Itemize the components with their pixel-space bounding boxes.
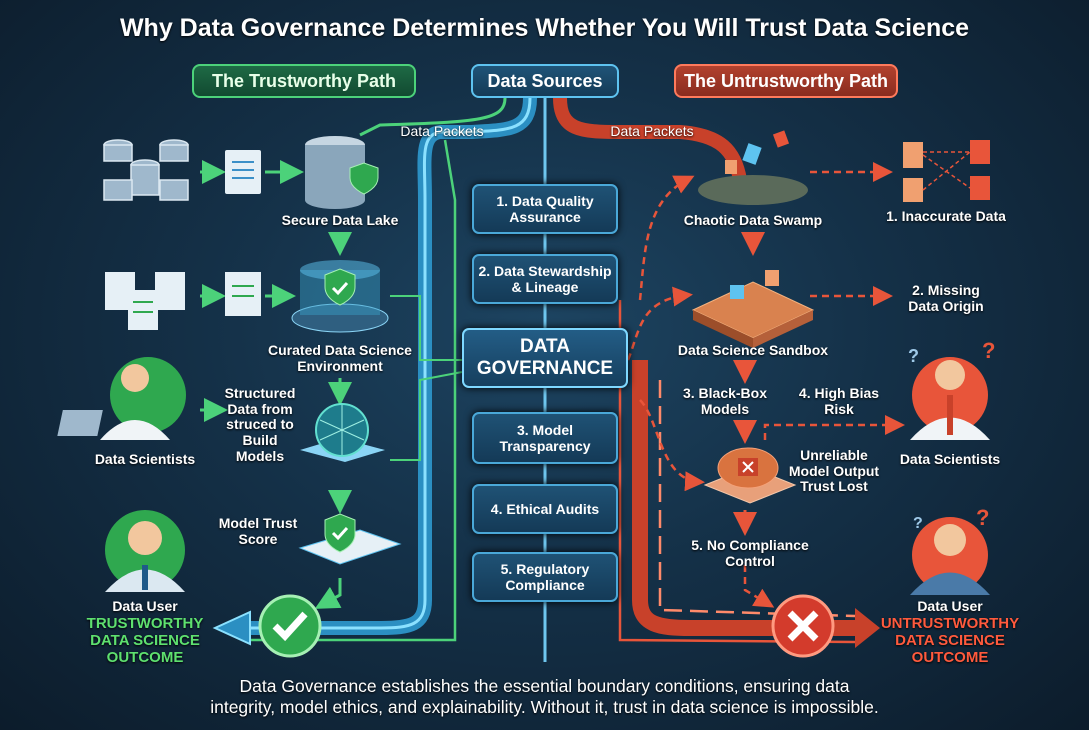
data-user-avatar-left	[105, 510, 185, 592]
untrust-pipe	[632, 360, 855, 636]
pillar-ethical-audits: 4. Ethical Audits	[472, 484, 618, 534]
governance-line2: GOVERNANCE	[476, 358, 614, 379]
footer-line2: integrity, model ethics, and explainabil…	[210, 697, 879, 718]
no-compliance-label: 5. No Compliance Control	[691, 537, 809, 569]
model-trust-score-label: Model Trust Score	[218, 515, 298, 547]
data-swamp-label: Chaotic Data Swamp	[683, 212, 823, 228]
pillar-stewardship: 2. Data Stewardship & Lineage	[472, 254, 618, 304]
neural-network-icon	[300, 403, 385, 462]
data-packets-right: Data Packets	[610, 123, 694, 139]
curated-environment-label: Curated Data Science Environment	[268, 342, 412, 374]
untrust-pipe-top	[553, 97, 747, 182]
pillar-compliance: 5. Regulatory Compliance	[472, 552, 618, 602]
data-scientist-avatar-left	[57, 357, 186, 440]
high-bias-label: 4. High Bias Risk	[798, 385, 880, 417]
footer-text: Data Governance establishes the essentia…	[0, 676, 1089, 719]
data-governance-box: DATA GOVERNANCE	[462, 328, 628, 388]
svg-text:?: ?	[908, 346, 919, 366]
left-arrow-head	[212, 610, 251, 646]
structured-data-label: Structured Data from struced to Build Mo…	[224, 385, 296, 464]
black-box-label: 3. Black-Box Models	[682, 385, 768, 417]
data-user-left-label: Data User	[112, 598, 178, 614]
pillar-data-quality: 1. Data Quality Assurance	[472, 184, 618, 234]
right-arrow-head	[855, 608, 880, 648]
svg-text:?: ?	[913, 515, 923, 532]
stressed-user-avatar: ??	[910, 505, 990, 595]
page-title: Why Data Governance Determines Whether Y…	[119, 14, 970, 42]
sandbox-label: Data Science Sandbox	[677, 342, 829, 358]
data-scientists-right-label: Data Scientists	[899, 451, 1001, 467]
governance-line1: DATA	[520, 336, 570, 358]
model-trust-score-icon	[298, 513, 402, 565]
inaccurate-data-icon	[903, 140, 990, 202]
data-user-right-label: Data User	[917, 598, 983, 614]
secure-data-lake-icon	[305, 136, 379, 209]
spreadsheet-icons	[105, 272, 261, 330]
data-swamp-icon	[698, 130, 808, 205]
trustworthy-path-label: The Trustworthy Path	[192, 64, 416, 98]
trustworthy-outcome: TRUSTWORTHY DATA SCIENCE OUTCOME	[86, 615, 204, 666]
database-icons	[103, 139, 189, 201]
x-icon	[771, 594, 835, 658]
check-icon	[258, 594, 322, 658]
confused-scientist-avatar: ??	[908, 338, 995, 440]
svg-text:?: ?	[982, 338, 995, 363]
secure-data-lake-label: Secure Data Lake	[281, 212, 399, 228]
unreliable-output-label: Unreliable Model Output Trust Lost	[788, 447, 880, 495]
sandbox-icon	[691, 270, 815, 348]
document-icon	[225, 150, 261, 194]
data-packets-left: Data Packets	[400, 123, 484, 139]
data-scientists-left-label: Data Scientists	[94, 451, 196, 467]
untrustworthy-outcome: UNTRUSTWORTHY DATA SCIENCE OUTCOME	[880, 615, 1020, 666]
footer-line1: Data Governance establishes the essentia…	[239, 676, 850, 696]
inaccurate-data-label: 1. Inaccurate Data	[886, 208, 1006, 224]
curated-environment-icon	[291, 260, 389, 333]
data-sources-label: Data Sources	[471, 64, 619, 98]
pillar-transparency: 3. Model Transparency	[472, 412, 618, 464]
svg-text:?: ?	[976, 505, 989, 530]
untrustworthy-path-label: The Untrustworthy Path	[674, 64, 898, 98]
missing-origin-label: 2. Missing Data Origin	[908, 282, 984, 314]
broken-brain-icon	[703, 447, 797, 504]
